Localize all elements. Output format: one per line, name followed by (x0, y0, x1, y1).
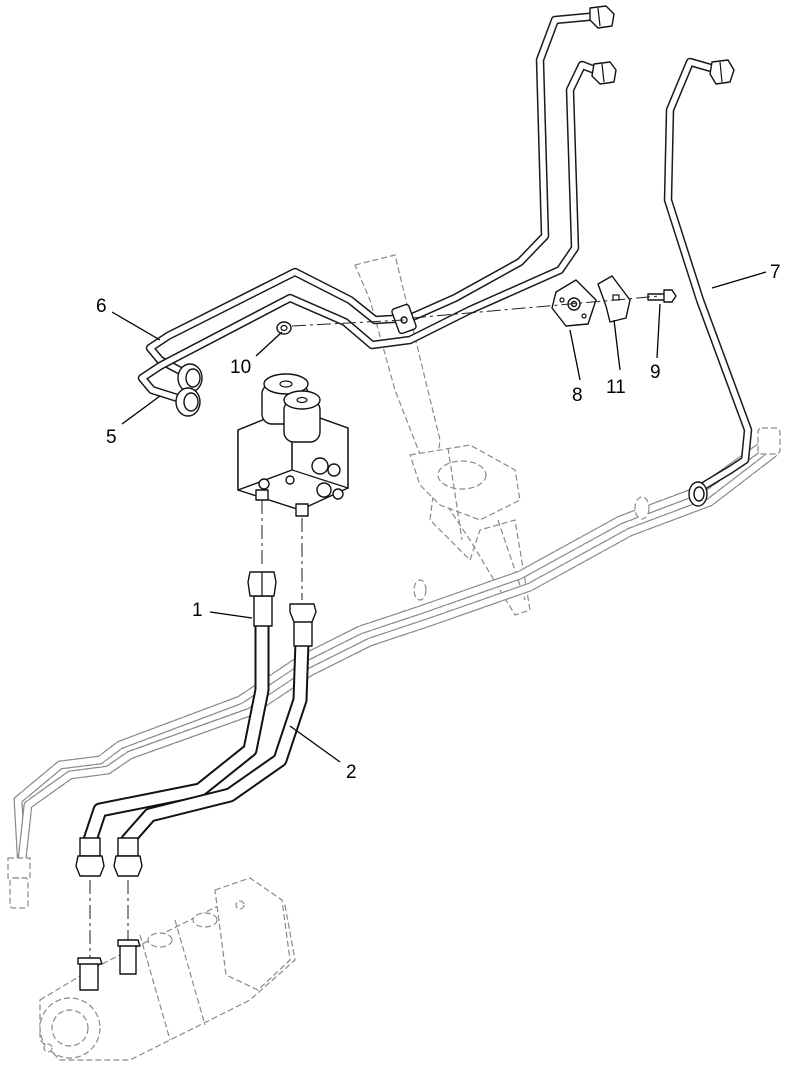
nut-10 (276, 321, 292, 335)
pump-port-fittings (77, 939, 141, 991)
callout-9: 9 (650, 362, 661, 383)
clamp-plate-11 (597, 275, 631, 323)
callout-10: 10 (230, 357, 251, 378)
line-5-top-nut (591, 61, 617, 85)
clamp-half-8 (551, 279, 597, 327)
mounting-bracket-ghost (354, 254, 531, 616)
callout-11: 11 (606, 377, 626, 398)
steel-line-5 (137, 60, 605, 407)
callout-6: 6 (96, 296, 107, 317)
line-5-left-nut (175, 387, 201, 417)
hose-1 (75, 571, 277, 877)
callout-7: 7 (770, 262, 781, 283)
leader-11 (613, 319, 621, 371)
leader-8 (569, 329, 581, 381)
leader-10 (255, 331, 283, 357)
line-6-top-nut (589, 5, 615, 29)
leader-7 (711, 271, 767, 289)
bolt-9 (647, 289, 677, 303)
hose-2 (113, 603, 317, 877)
line-6-left-nut (177, 363, 203, 393)
callout-5: 5 (106, 427, 117, 448)
leader-6 (111, 311, 161, 341)
leader-5 (121, 395, 161, 425)
leader-9 (656, 303, 661, 359)
leader-1 (209, 611, 253, 619)
callout-8: 8 (572, 385, 583, 406)
callout-2: 2 (346, 762, 357, 783)
control-valve (237, 373, 349, 517)
callout-1: 1 (192, 600, 203, 621)
hydraulic-pump-ghost (39, 877, 296, 1061)
leader-2 (289, 725, 341, 763)
bolt-axis-right (411, 295, 661, 319)
steel-line-7 (663, 57, 753, 507)
bolt-axis-left (291, 319, 405, 327)
line-clamp (391, 303, 417, 335)
steel-line-6 (145, 11, 603, 381)
